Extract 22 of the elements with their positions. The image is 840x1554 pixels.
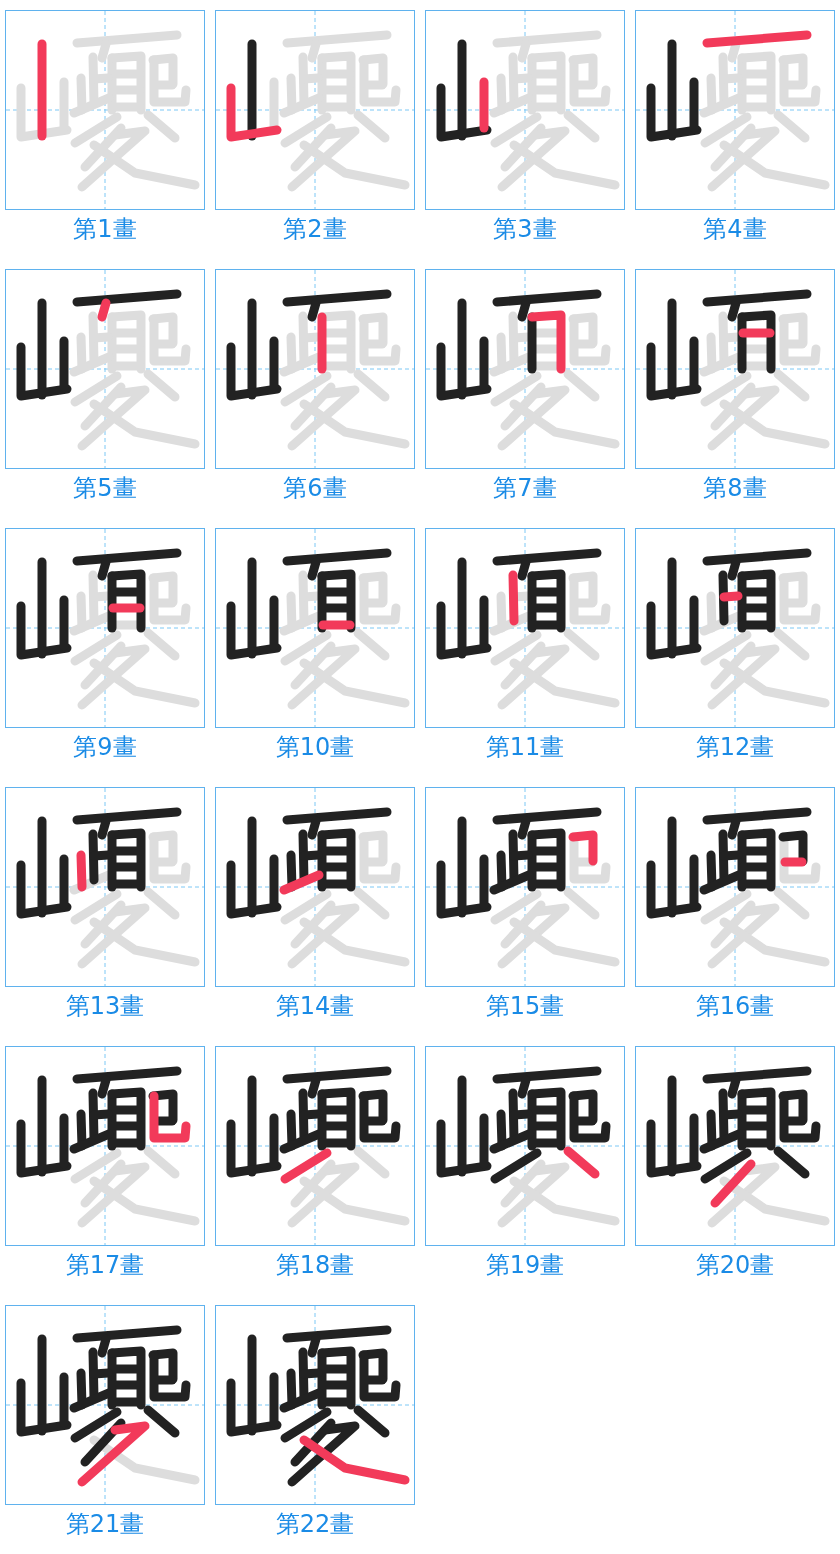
stroke-number-caption: 第5畫 bbox=[73, 473, 137, 503]
stroke-number-caption: 第15畫 bbox=[485, 991, 565, 1021]
stroke-number-caption: 第20畫 bbox=[695, 1250, 775, 1280]
stroke-number-caption: 第21畫 bbox=[65, 1509, 145, 1539]
stroke-number-caption: 第1畫 bbox=[73, 214, 137, 244]
stroke-number-caption: 第6畫 bbox=[283, 473, 347, 503]
stroke-number-caption: 第16畫 bbox=[695, 991, 775, 1021]
stroke-number-caption: 第19畫 bbox=[485, 1250, 565, 1280]
stroke-number-caption: 第7畫 bbox=[493, 473, 557, 503]
stroke-number-caption: 第3畫 bbox=[493, 214, 557, 244]
stroke-number-caption: 第22畫 bbox=[275, 1509, 355, 1539]
stroke-number-caption: 第18畫 bbox=[275, 1250, 355, 1280]
stroke-number-caption: 第8畫 bbox=[703, 473, 767, 503]
stroke-number-caption: 第9畫 bbox=[73, 732, 137, 762]
stroke-number-caption: 第11畫 bbox=[485, 732, 565, 762]
stroke-number-caption: 第12畫 bbox=[695, 732, 775, 762]
stroke-number-caption: 第17畫 bbox=[65, 1250, 145, 1280]
stroke-number-caption: 第4畫 bbox=[703, 214, 767, 244]
stroke-number-caption: 第10畫 bbox=[275, 732, 355, 762]
stroke-number-caption: 第13畫 bbox=[65, 991, 145, 1021]
stroke-number-caption: 第2畫 bbox=[283, 214, 347, 244]
stroke-number-caption: 第14畫 bbox=[275, 991, 355, 1021]
